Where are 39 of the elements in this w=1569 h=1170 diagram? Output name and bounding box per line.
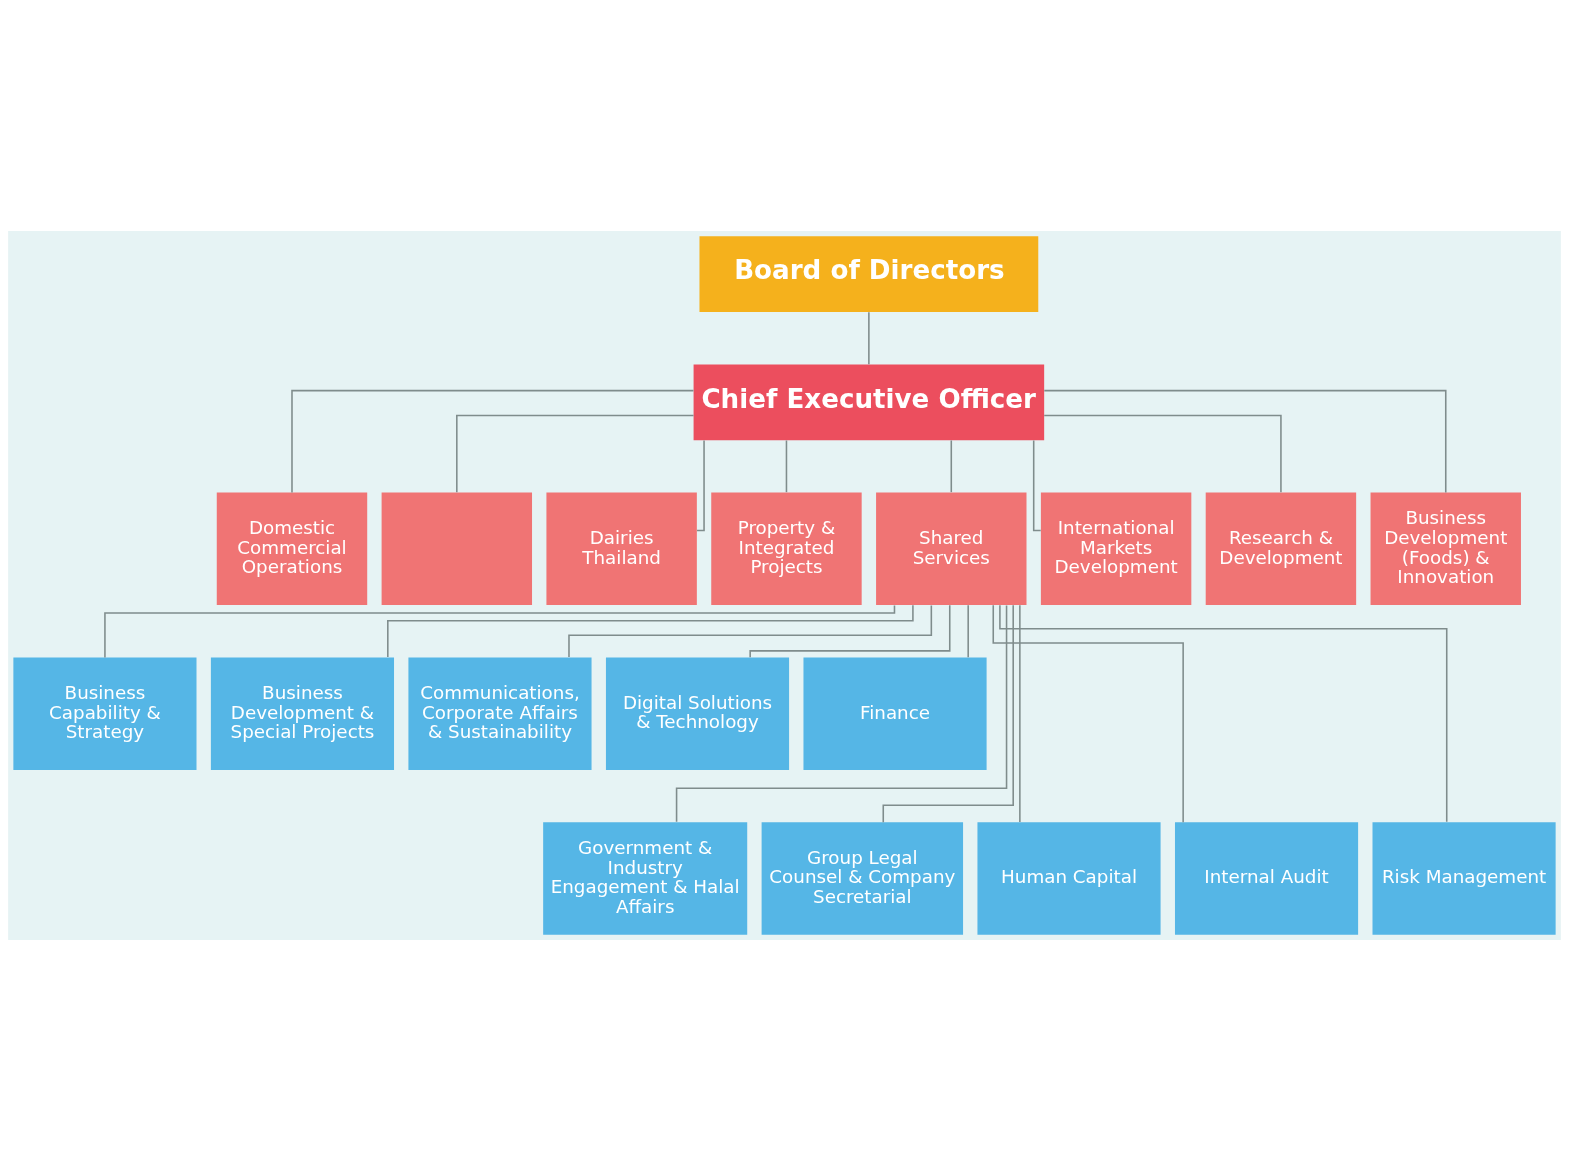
connector <box>1032 439 1042 531</box>
connector <box>1019 603 1021 823</box>
connector <box>696 439 705 531</box>
node-box: Business Development (Foods) & Innovation <box>1370 492 1521 605</box>
connector <box>950 439 953 493</box>
node-box: Group Legal Counsel & Company Secretarial <box>761 821 964 935</box>
node-box: Property & Integrated Projects <box>711 492 862 605</box>
node-box: Business Development & Special Projects <box>210 656 395 770</box>
node-box: Board of Directors <box>699 235 1039 312</box>
connector <box>992 604 1184 823</box>
node-box: Business Capability & Strategy <box>13 656 197 770</box>
connector <box>1043 414 1282 493</box>
node-box: Digital Solutions & Technology <box>605 656 790 770</box>
connector <box>999 603 1448 823</box>
node-box: Finance <box>803 656 987 770</box>
node-box <box>381 492 533 605</box>
connector <box>568 604 933 658</box>
node-box: International Markets Development <box>1040 492 1192 605</box>
connector <box>387 603 914 658</box>
node-box: Dairies Thailand <box>546 492 697 605</box>
connector <box>785 439 788 493</box>
connector <box>456 414 695 493</box>
node-box: Chief Executive Officer <box>693 363 1045 440</box>
node-box: Shared Services <box>876 492 1027 605</box>
node-box: Domestic Commercial Operations <box>216 492 368 605</box>
connector <box>749 604 951 658</box>
node-box: Research & Development <box>1205 492 1357 605</box>
node-box: Communications, Corporate Affairs & Sustainability <box>408 656 592 770</box>
connector <box>104 604 896 658</box>
connector <box>291 389 695 493</box>
connector <box>1043 389 1447 493</box>
node-box: Human Capital <box>977 821 1161 935</box>
node-box: Government & Industry Engagement & Halal Affairs <box>543 821 748 935</box>
connector <box>868 311 870 365</box>
node-box: Risk Management <box>1372 821 1556 935</box>
connector <box>882 603 1014 823</box>
node-box: Internal Audit <box>1174 821 1359 935</box>
connector <box>967 603 969 658</box>
connector <box>675 604 1008 823</box>
